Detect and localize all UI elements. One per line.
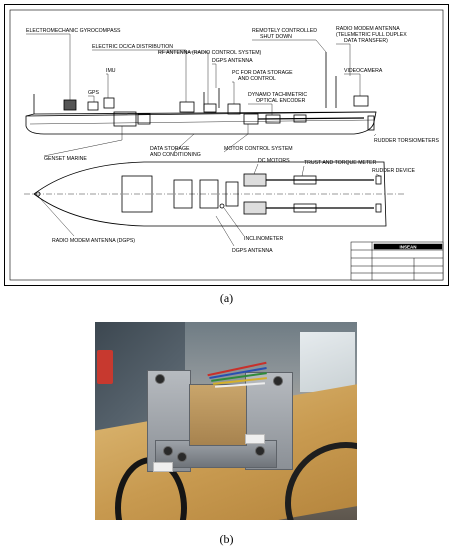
top-inclinometer	[219, 203, 225, 209]
label-dgps-antenna-bottom: DGPS ANTENNA	[232, 248, 273, 254]
side-camera-box	[353, 95, 369, 107]
label-dc-motors: DC MOTORS	[258, 158, 290, 164]
top-view	[24, 161, 404, 227]
label-inclinometer: INCLINOMETER	[244, 236, 283, 242]
title-block	[350, 241, 444, 281]
label-pc-2: AND CONTROL	[238, 76, 276, 82]
drawing-inner-frame	[9, 9, 444, 281]
title-block-logo: INSEAN	[399, 245, 416, 250]
side-rf-box	[203, 103, 217, 113]
photo-torque-sensor	[95, 322, 357, 520]
top-equipment-1	[173, 179, 193, 209]
label-genset: GENSET MARINE	[44, 156, 87, 162]
photo-window	[300, 332, 355, 392]
top-equipment-2	[199, 179, 219, 209]
label-motor-control: MOTOR CONTROL SYSTEM	[224, 146, 293, 152]
label-remote-shutdown-1: REMOTELY CONTROLLED	[252, 28, 317, 34]
side-gps-box	[87, 101, 99, 111]
label-radio-modem-dgps: RADIO MODEM ANTENNA (DGPS)	[52, 238, 135, 244]
photo-white-clip-right	[245, 434, 265, 444]
label-remote-shutdown-2: SHUT DOWN	[260, 34, 292, 40]
side-shaft	[257, 117, 365, 120]
label-radio-modem-3: DATA TRANSFER)	[344, 38, 388, 44]
label-videocamera: VIDEOCAMERA	[344, 68, 383, 74]
photo-screw-3	[255, 446, 265, 456]
top-motor-1	[243, 173, 267, 187]
label-rudder-device: RUDDER DEVICE	[372, 168, 415, 174]
label-dgps-antenna-top: DGPS ANTENNA	[212, 58, 253, 64]
label-dynamo-1: DYNAMO TACHIMETRIC	[248, 92, 307, 98]
side-genset-box	[113, 111, 137, 127]
label-radio-modem-1: RADIO MODEM ANTENNA	[336, 26, 400, 32]
label-data-storage-1: DATA STORAGE	[150, 146, 190, 152]
top-trust-meter-2	[293, 203, 317, 213]
photo-screw-2	[177, 452, 187, 462]
side-genset-box-2	[137, 113, 151, 125]
photo-white-clip-left	[153, 462, 173, 472]
side-rudder	[367, 115, 375, 131]
label-gps: GPS	[88, 90, 99, 96]
label-imu: IMU	[106, 68, 116, 74]
label-pc-1: PC FOR DATA STORAGE	[232, 70, 293, 76]
side-waterline	[29, 119, 375, 125]
top-genset	[121, 175, 153, 213]
side-view	[25, 52, 377, 135]
caption-a: (a)	[219, 291, 234, 305]
top-rudder-1	[375, 175, 382, 185]
label-radio-modem-2: (TELEMETRIC FULL DUPLEX	[336, 32, 407, 38]
side-deck-line	[25, 111, 377, 117]
label-data-storage-2: AND CONDITIONING	[150, 152, 201, 158]
photo-screw-5	[273, 376, 283, 386]
label-rf-antenna: RF ANTENNA (RADIO CONTROL SYSTEM)	[158, 50, 262, 56]
label-rudder-torsiometers: RUDDER TORSIOMETERS	[374, 138, 439, 144]
photo-screw-1	[163, 446, 173, 456]
top-motor-2	[243, 201, 267, 215]
side-imu-box	[103, 97, 115, 109]
label-trust-torque: TRUST AND TORQUE METER	[304, 160, 377, 166]
caption-b: (b)	[219, 532, 234, 546]
side-trust-meter	[293, 114, 307, 123]
top-rudder-2	[375, 203, 382, 213]
drawing-frame	[4, 4, 449, 286]
label-dynamo-2: OPTICAL ENCODER	[256, 98, 306, 104]
leader-lines	[26, 33, 381, 247]
label-dc-ca: ELECTRIC DC/CA DISTRIBUTION	[92, 44, 173, 50]
label-gyrocompass: ELECTROMECHANIC GYROCOMPASS	[26, 28, 121, 34]
photo-red-device	[97, 350, 113, 384]
photo-sensor-center	[189, 384, 247, 446]
top-trust-meter-1	[293, 175, 317, 185]
side-gyrocompass-box	[63, 99, 77, 111]
figure-a-ship-schematic: ELECTROMECHANIC GYROCOMPASS ELECTRIC DC/…	[4, 4, 449, 286]
photo-screw-4	[155, 374, 165, 384]
top-equipment-3	[225, 181, 239, 207]
side-dc-ca-box	[179, 101, 195, 113]
